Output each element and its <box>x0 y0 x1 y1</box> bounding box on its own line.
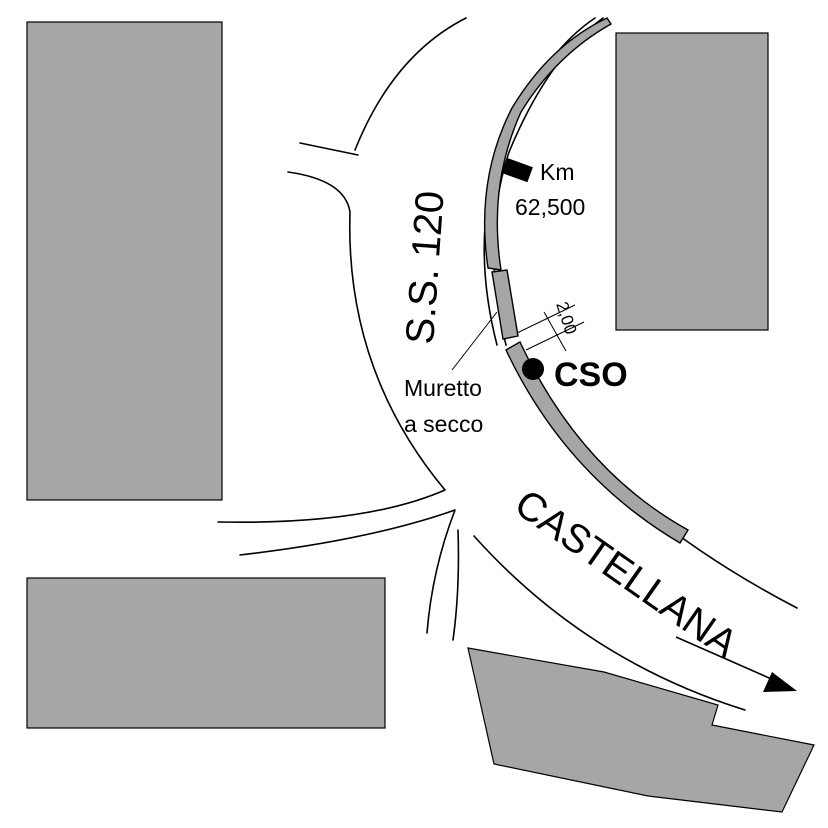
road-edge-south-stub <box>452 529 460 641</box>
arrow-right-icon <box>763 672 797 692</box>
distance-label: 2,00 <box>552 299 580 336</box>
dimension-line-upper <box>516 304 576 334</box>
dry-stone-wall-segment-castellana <box>505 341 689 544</box>
km-label-line2: 62,500 <box>515 194 585 220</box>
direction-arrow-shaft <box>675 636 777 682</box>
wall-label-line2: a secco <box>404 411 483 437</box>
road-label-castellana: CASTELLANA <box>507 481 746 666</box>
building-block-bottom-right <box>467 647 815 813</box>
station-label: CSO <box>554 356 628 394</box>
road-edge-castellana-south <box>473 535 746 711</box>
filled-circle-icon <box>522 358 544 380</box>
dimension-span <box>543 311 567 352</box>
dry-stone-wall-segment-upper <box>483 17 613 271</box>
wall-label-line1: Muretto <box>404 375 482 401</box>
road-edge-southwest-corner <box>239 509 456 634</box>
building-block-left <box>26 21 223 501</box>
dimension-line-lower <box>525 321 585 351</box>
km-label-line1: Km <box>540 159 575 185</box>
rectangle-marker-icon <box>501 157 533 183</box>
building-block-right <box>615 32 769 331</box>
road-edge-ss120-west <box>217 171 446 524</box>
road-edge-top-left <box>354 17 467 151</box>
road-edge-side-street-upper <box>299 142 359 156</box>
road-label-ss120: S.S. 120 <box>398 189 453 345</box>
building-block-bottom-left <box>26 577 386 729</box>
dry-stone-wall-segment-lower <box>491 269 519 340</box>
wall-leader-line <box>451 311 498 371</box>
